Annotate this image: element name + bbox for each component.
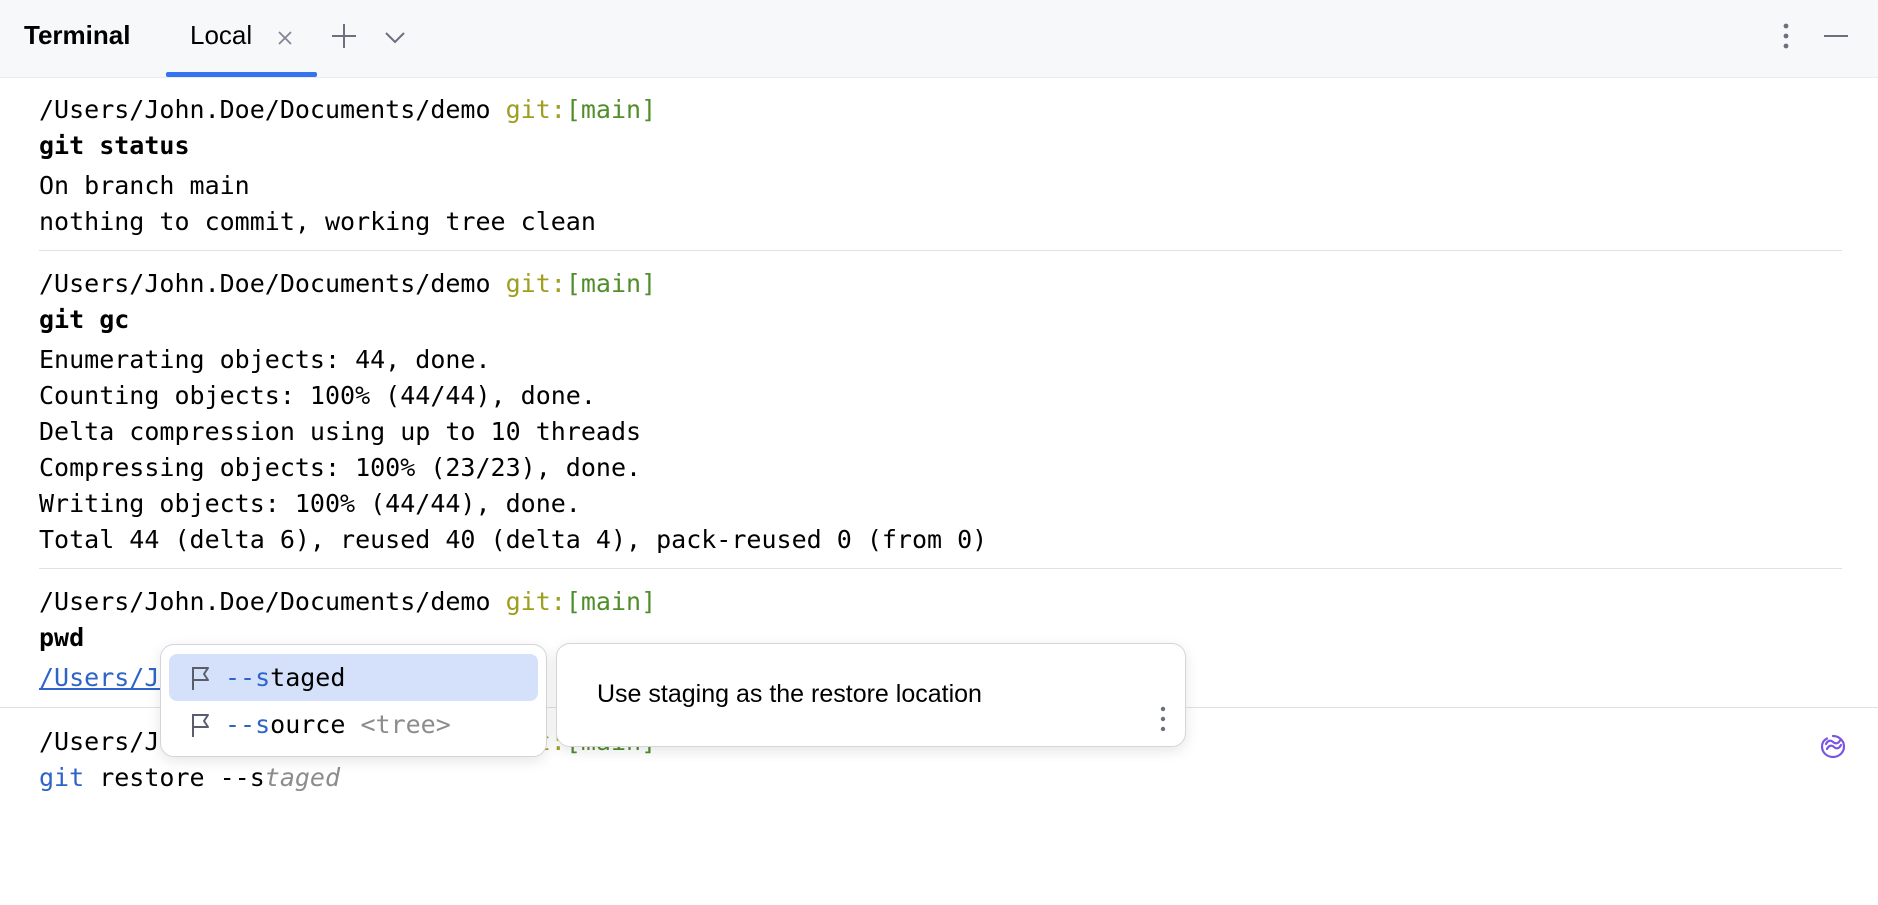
command-text: git gc	[39, 305, 130, 334]
documentation-popup: Use staging as the restore location	[556, 643, 1186, 747]
prompt-path: /Users/John.Doe/Documents/demo	[39, 587, 491, 616]
completion-rest: taged	[270, 663, 346, 692]
git-branch: [main]	[565, 587, 657, 616]
block-divider	[39, 568, 1842, 569]
terminal-toolbar: Terminal Local	[0, 0, 1878, 78]
git-branch: [main]	[565, 269, 657, 298]
flag-icon	[192, 714, 209, 737]
vertical-ellipsis-icon[interactable]	[1774, 22, 1798, 50]
vertical-ellipsis-icon[interactable]	[1154, 704, 1172, 734]
input-typed-text: restore --s	[99, 763, 265, 792]
command-block: /Users/John.Doe/Documents/demo git:[main…	[0, 266, 987, 558]
tool-window-title: Terminal	[24, 20, 131, 50]
output-line: Total 44 (delta 6), reused 40 (delta 4),…	[39, 525, 988, 554]
chevron-down-icon[interactable]	[382, 24, 408, 50]
completion-item[interactable]: --source <tree>	[169, 701, 538, 748]
documentation-text: Use staging as the restore location	[597, 680, 982, 708]
prompt-line: /Users/John.Doe/Documents/demo git:[main…	[39, 92, 656, 128]
output-line: Delta compression using up to 10 threads	[39, 417, 642, 446]
inline-completion-ghost: taged	[264, 763, 341, 792]
close-icon[interactable]	[275, 28, 295, 48]
flag-icon	[192, 667, 209, 690]
git-label: git:	[505, 95, 566, 124]
completion-rest: ource	[270, 710, 346, 739]
prompt-path: /Users/John.Doe/Documents/demo	[39, 95, 491, 124]
command-text: pwd	[39, 623, 85, 652]
output-line: Enumerating objects: 44, done.	[39, 345, 491, 374]
active-tab-indicator	[166, 72, 317, 77]
completion-text: --source <tree>	[225, 701, 451, 748]
command-block: /Users/John.Doe/Documents/demo git:[main…	[0, 92, 656, 240]
completion-text: --staged	[225, 654, 345, 701]
git-label: git:	[505, 269, 566, 298]
output-line: Compressing objects: 100% (23/23), done.	[39, 453, 642, 482]
output-line: Counting objects: 100% (44/44), done.	[39, 381, 596, 410]
input-command-keyword: git	[39, 763, 85, 792]
output-line: Writing objects: 100% (44/44), done.	[39, 489, 581, 518]
completion-hint: <tree>	[345, 710, 451, 739]
minimize-icon[interactable]	[1822, 22, 1850, 50]
completion-match: --s	[225, 663, 271, 692]
command-input[interactable]: git restore --staged	[39, 760, 340, 796]
tab-label: Local	[190, 20, 253, 50]
tab-local[interactable]: Local	[166, 0, 317, 77]
completion-popup: --staged --source <tree>	[160, 644, 547, 757]
command-text: git status	[39, 131, 190, 160]
plus-icon[interactable]	[330, 22, 358, 50]
completion-match: --s	[225, 710, 271, 739]
git-branch: [main]	[565, 95, 657, 124]
output-line: nothing to commit, working tree clean	[39, 207, 596, 236]
prompt-line: /Users/John.Doe/Documents/demo git:[main…	[39, 584, 656, 620]
ai-assistant-icon[interactable]	[1818, 732, 1848, 762]
git-label: git:	[505, 587, 566, 616]
completion-item[interactable]: --staged	[169, 654, 538, 701]
prompt-line: /Users/John.Doe/Documents/demo git:[main…	[39, 266, 987, 302]
output-line: On branch main	[39, 171, 250, 200]
prompt-path: /Users/John.Doe/Documents/demo	[39, 269, 491, 298]
block-divider	[39, 250, 1842, 251]
